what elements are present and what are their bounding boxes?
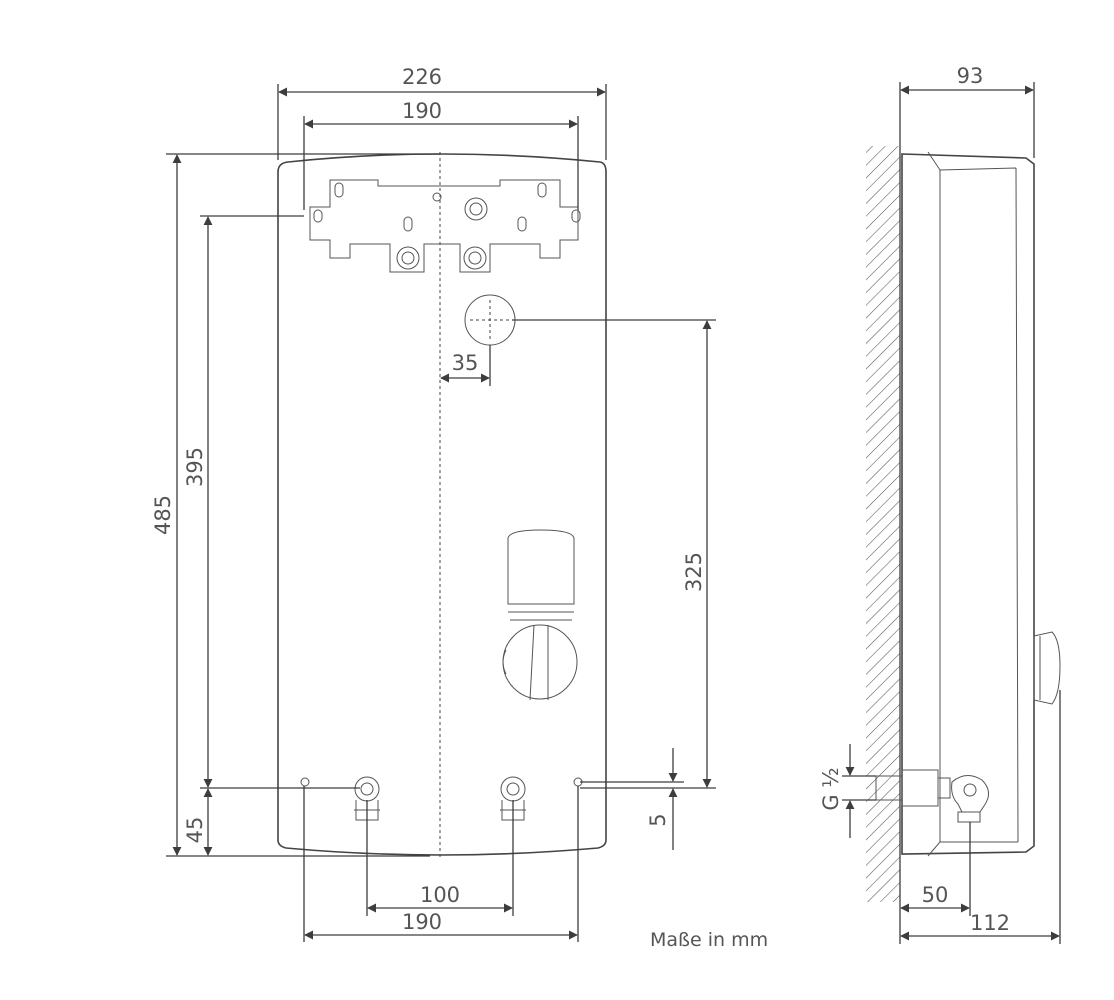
dim-depth-total: 112	[970, 911, 1010, 935]
bracket-slot	[334, 182, 344, 198]
dim-height-bottom: 45	[183, 817, 207, 844]
dim-pipe-distance: 50	[922, 883, 949, 907]
front-view: 226 190 35 485 395 45 325 5	[151, 65, 716, 942]
dim-height-mount: 395	[183, 447, 207, 487]
dim-offset-center: 35	[452, 351, 479, 375]
dim-height-opening: 325	[682, 552, 706, 592]
dim-pipe-spacing: 100	[420, 883, 460, 907]
bracket-nut	[464, 197, 488, 221]
side-view: 93 G ½ 50 112	[819, 64, 1061, 944]
dim-width-total: 226	[402, 65, 442, 89]
bracket-slot	[517, 216, 527, 232]
bracket-nut	[396, 246, 420, 270]
display-panel	[507, 529, 575, 605]
dim-offset-small: 5	[646, 813, 670, 826]
bracket-slot	[313, 209, 323, 223]
mounting-bracket	[309, 179, 579, 273]
device-side-outline	[901, 153, 1035, 855]
dim-width-mount-bottom: 190	[402, 910, 442, 934]
dim-height-total: 485	[151, 495, 175, 535]
temperature-knob	[502, 624, 578, 701]
dim-depth: 93	[957, 64, 984, 88]
bracket-slot	[537, 182, 547, 198]
mount-hole	[300, 777, 310, 787]
wall-hatching	[866, 146, 900, 902]
side-water-connection	[875, 769, 989, 823]
units-note: Maße in mm	[650, 929, 768, 951]
bracket-slot	[403, 216, 413, 232]
device-front-outline	[277, 153, 607, 856]
bracket-nut	[463, 246, 487, 270]
dim-width-mount-top: 190	[402, 99, 442, 123]
side-knob	[1033, 631, 1061, 705]
dim-thread: G ½	[819, 767, 843, 810]
bracket-screw	[432, 192, 442, 202]
bracket-slot	[571, 209, 581, 223]
